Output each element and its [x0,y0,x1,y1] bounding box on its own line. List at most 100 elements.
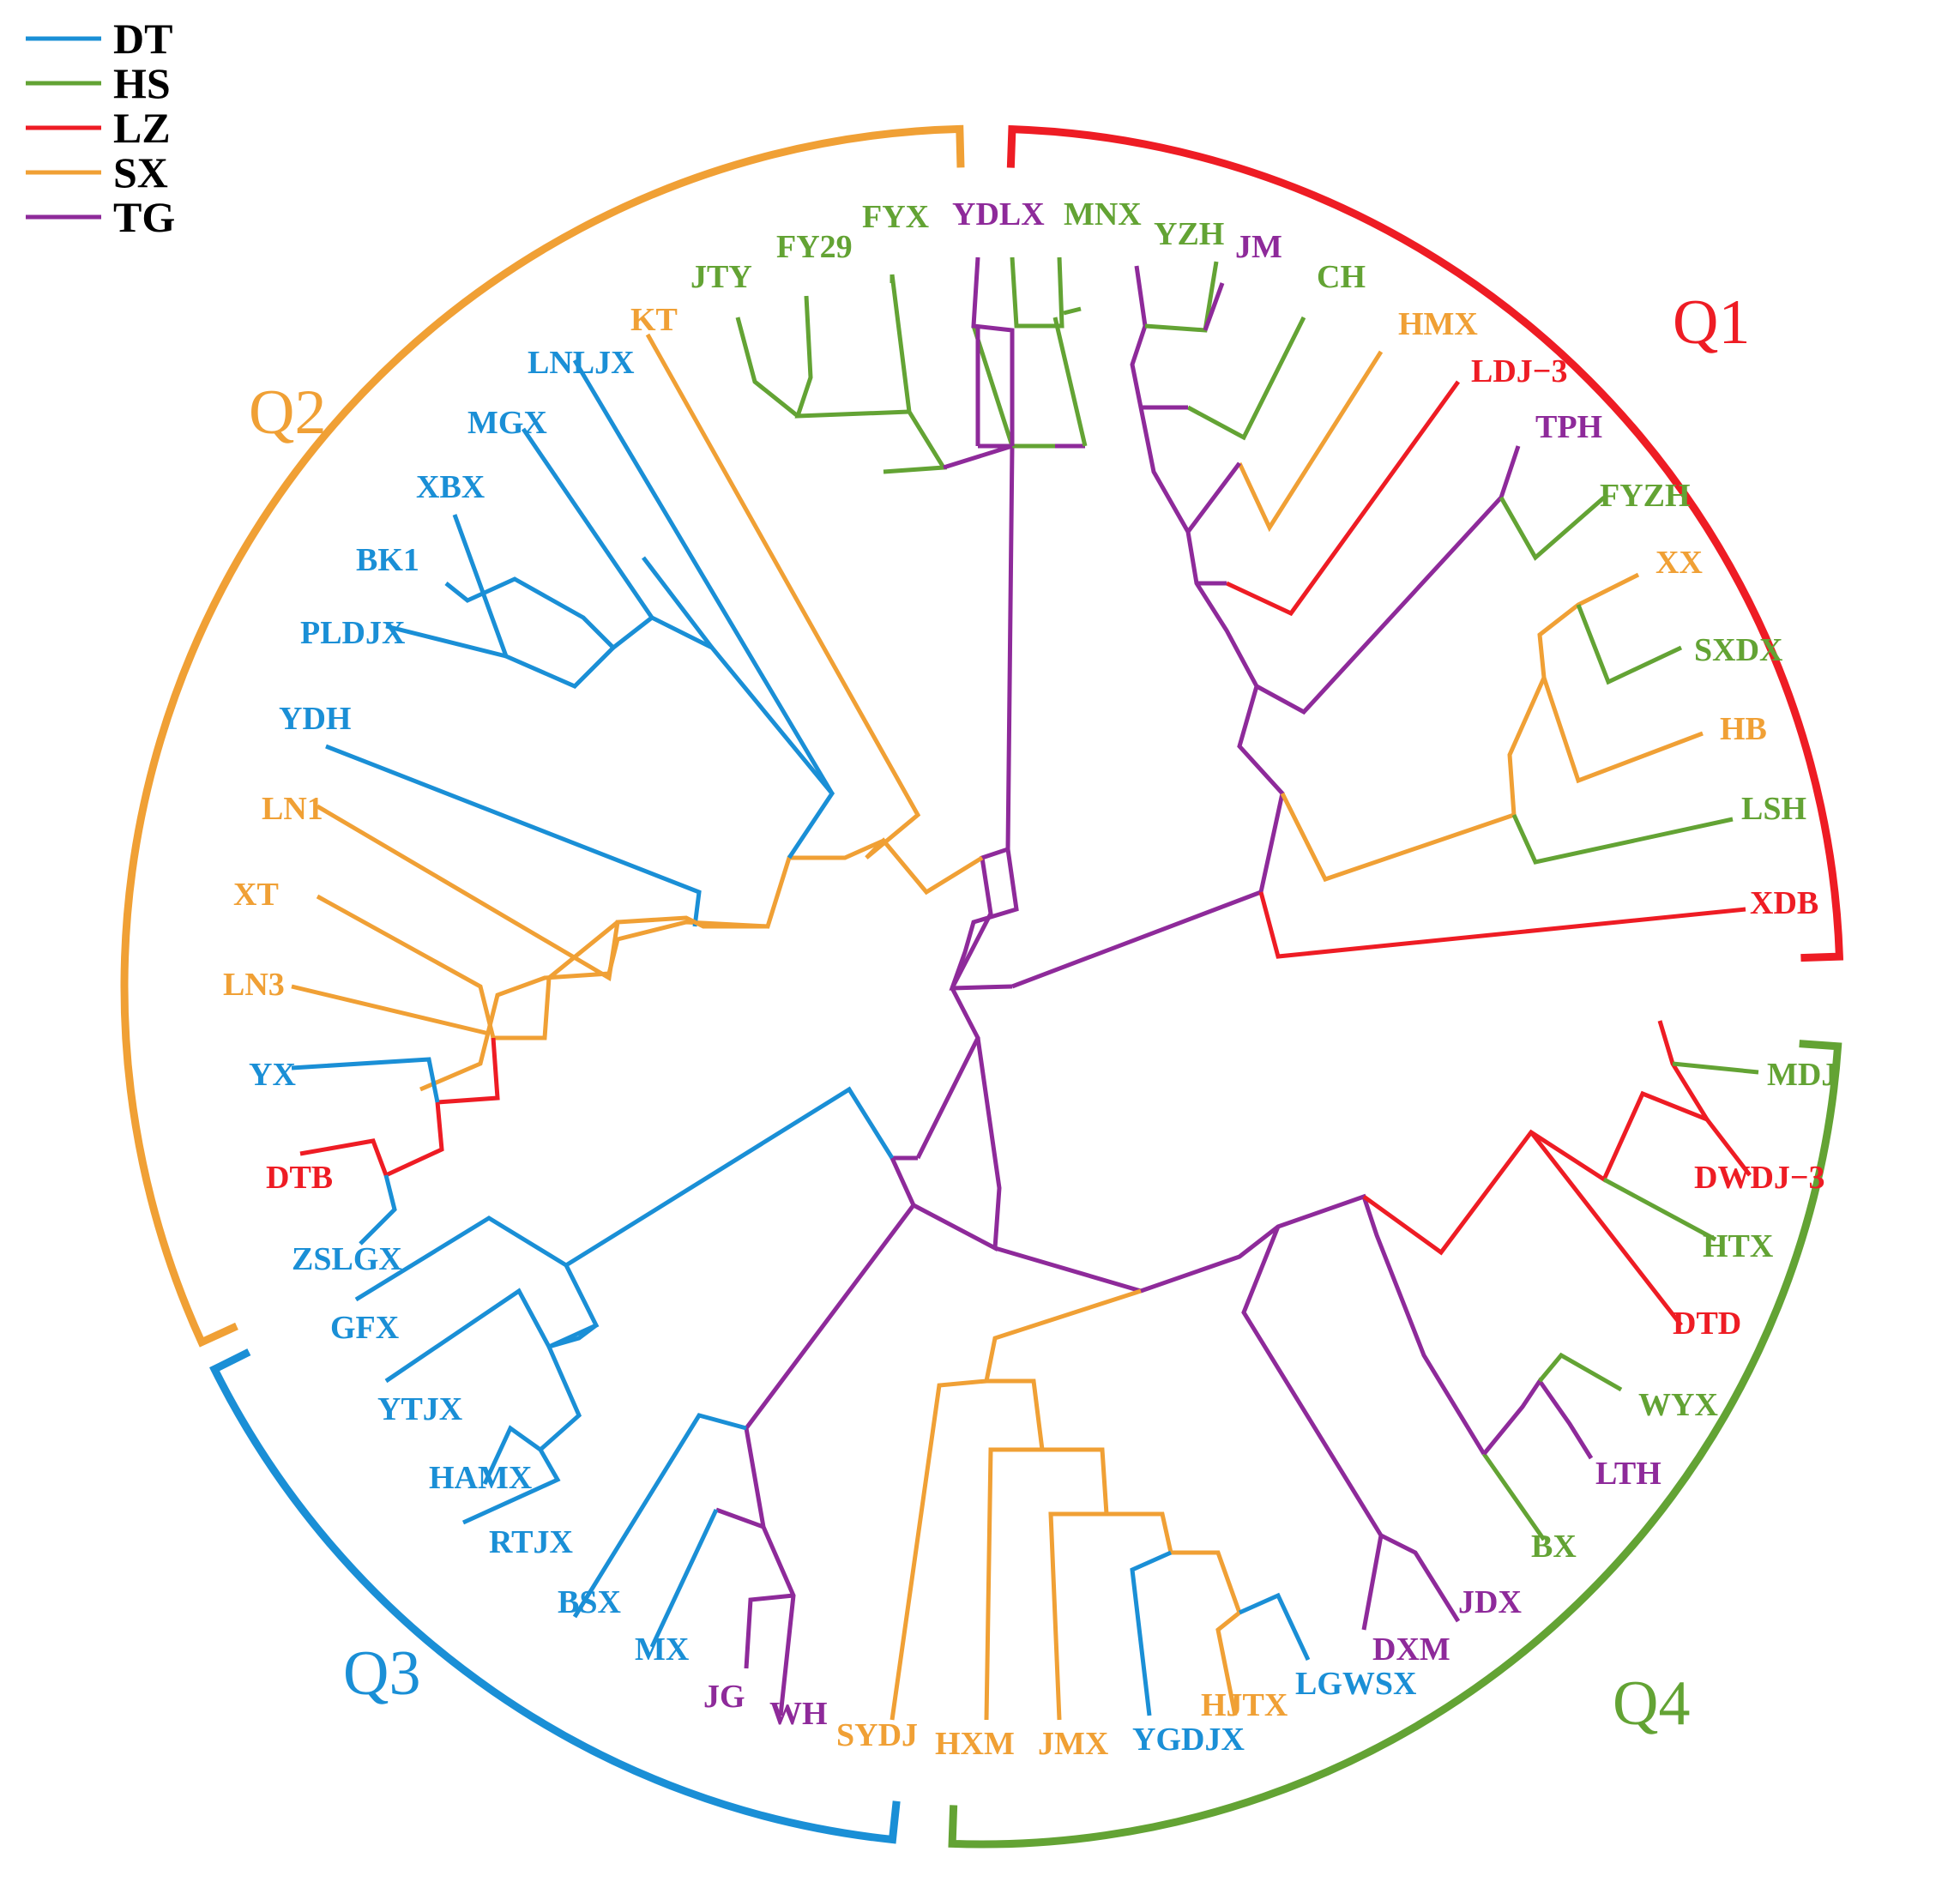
branch [452,514,615,689]
branch [1705,1118,1752,1177]
leaf-label-ch: CH [1317,259,1366,295]
branch [1511,813,1734,865]
branch [521,427,654,619]
leaf-label-hjtx: HJTX [1201,1687,1288,1723]
branch [461,1448,561,1525]
branch [915,986,980,1160]
branch [385,624,507,659]
leaf-label-tph: TPH [1535,409,1602,445]
branch [1541,677,1704,784]
leaf-label-yzh: YZH [1154,216,1224,252]
branch [572,359,835,795]
tree-branches [291,256,1759,1721]
branch [1255,445,1521,715]
branch [1130,265,1285,893]
leaf-label-bk1: BK1 [356,542,419,578]
leaf-label-jdx: JDX [1458,1584,1522,1620]
leaf-label-lsh: LSH [1741,791,1806,827]
branch [419,838,885,1092]
legend-label-tg: TG [113,193,175,241]
group-arc-q2 [120,124,965,1348]
leaf-label-zslgx: ZSLGX [292,1241,402,1277]
branch [1063,306,1082,316]
branch [794,295,910,419]
branch [642,556,714,649]
leaf-label-hxm: HXM [935,1726,1015,1762]
leaf-label-dxm: DXM [1372,1632,1450,1668]
branch [1482,1377,1594,1460]
leaf-label-rtjx: RTJX [489,1524,573,1560]
leaf-label-hmx: HMX [1398,306,1478,342]
branch [645,333,984,896]
branch [949,848,1019,991]
branch [883,274,948,474]
leaf-label-xbx: XBX [416,469,485,505]
leaf-label-fyx: FYX [862,199,929,235]
branch [984,1378,1045,1721]
branch [1576,604,1683,685]
leaf-label-bsx: BSX [558,1584,621,1620]
branch [735,317,799,418]
group-arcs [120,124,1844,1849]
leaf-label-ln3: LN3 [223,967,285,1003]
branch [1481,1452,1547,1541]
branch [316,894,619,1040]
branch [1362,1020,1713,1256]
leaf-label-gfx: GFX [330,1310,399,1346]
leaf-label-dwdj3: DWDJ−3 [1694,1160,1825,1196]
branch [299,1037,500,1179]
branch [649,1508,719,1649]
branch [1672,1061,1759,1075]
branch [971,256,1015,446]
branch [943,443,1013,470]
leaf-label-hb: HB [1720,711,1767,747]
leaf-label-mnx: MNX [1064,196,1142,232]
leaf-label-kt: KT [630,302,678,338]
leaf-label-jty: JTY [691,259,752,295]
leaf-label-fy29: FY29 [776,229,853,265]
leaf-label-jm: JM [1235,229,1282,265]
leaf-label-sxdx: SXDX [1694,632,1782,668]
leaf-label-mgx: MGX [467,405,547,441]
group-label-q3: Q3 [343,1638,420,1709]
leaf-label-pldjx: PLDJX [300,615,405,651]
leaf-label-xdb: XDB [1750,885,1818,921]
group-arc-q3 [209,1348,901,1844]
branch [715,1507,764,1529]
leaf-label-wyx: WYX [1638,1387,1718,1423]
branch [1538,1352,1623,1392]
branch [1361,1535,1384,1631]
branch [316,804,768,982]
leaf-label-fyzh: FYZH [1600,478,1691,514]
leaf-label-htx: HTX [1703,1228,1773,1264]
leaf-label-lth: LTH [1595,1456,1661,1492]
leaf-label-ytjx: YTJX [377,1391,462,1427]
branch [950,443,1015,990]
leaf-label-dtb: DTB [266,1160,333,1196]
leaf-label-mx: MX [635,1632,689,1668]
leaf-label-ldj3: LDJ−3 [1471,353,1567,389]
branch [1258,891,1746,959]
branch [1042,1447,1109,1721]
branch [1529,1131,1683,1327]
leaf-label-ydlx: YDLX [952,196,1045,232]
branch [384,1264,600,1384]
leaf-label-ydh: YDH [279,701,351,737]
branch [359,1174,397,1246]
branch [890,1288,1142,1721]
branch [291,1057,440,1103]
branch [1144,261,1219,333]
branch [1052,317,1088,447]
leaf-label-lgwsx: LGWSX [1295,1666,1416,1702]
group-label-q1: Q1 [1673,287,1750,358]
leaf-label-sydj: SYDJ [836,1717,918,1753]
branch [1186,461,1241,534]
branch [1203,282,1225,331]
leaf-label-ln1: LN1 [262,791,323,827]
branch [548,1324,598,1349]
leaf-label-yx: YX [249,1057,296,1093]
